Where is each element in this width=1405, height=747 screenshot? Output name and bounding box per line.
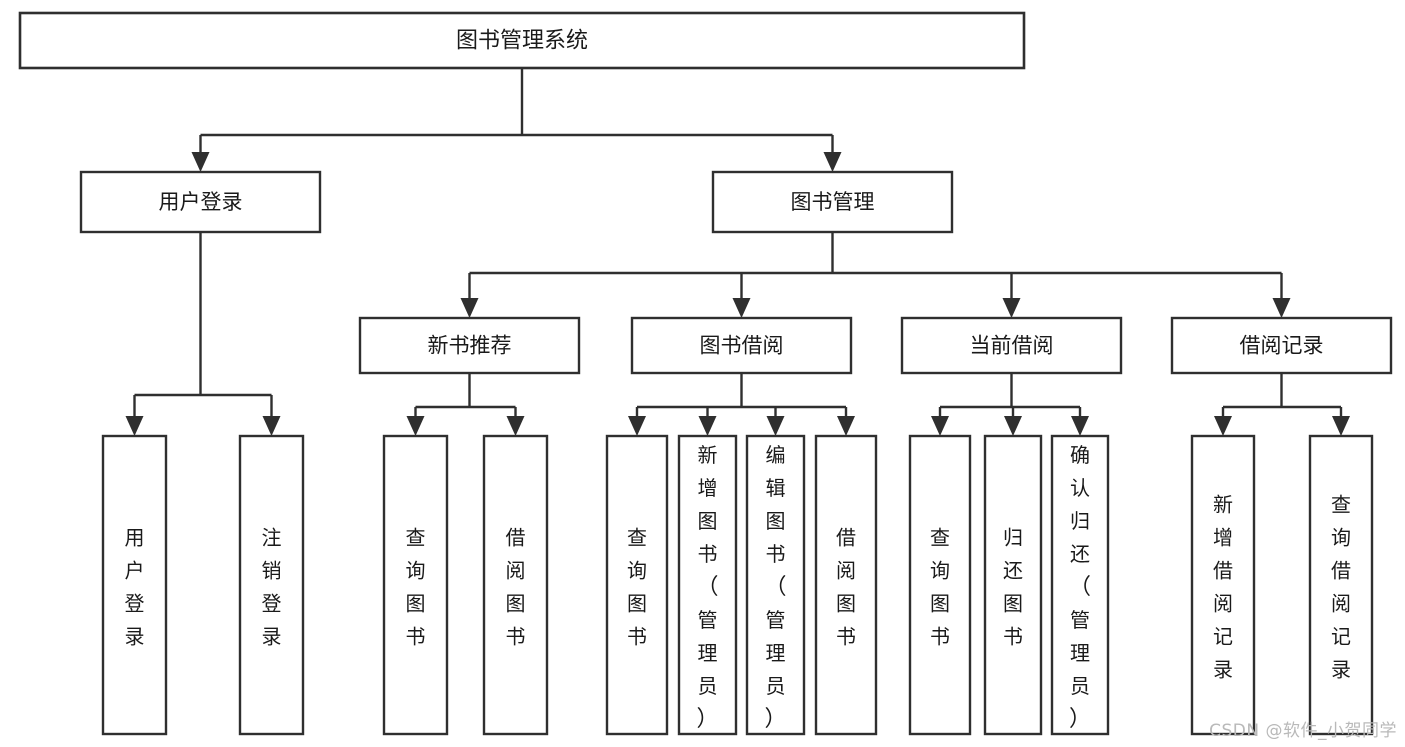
- node-box-leaf-return-book[interactable]: [983, 434, 1043, 736]
- node-label-new-book-recommend: 新书推荐: [428, 334, 512, 358]
- node-leaf-return-book[interactable]: 归还图书: [983, 434, 1043, 736]
- node-current-borrow[interactable]: 当前借阅: [900, 316, 1123, 375]
- connector-group-root: [191, 68, 842, 172]
- node-box-leaf-edit-book[interactable]: [745, 434, 806, 736]
- node-box-book-management[interactable]: [711, 170, 954, 234]
- arrow-head-icon: [1004, 416, 1022, 436]
- node-box-leaf-borrow-book[interactable]: [814, 434, 878, 736]
- node-label-leaf-return-book: 归还图书: [1003, 526, 1023, 649]
- node-book-borrow[interactable]: 图书借阅: [630, 316, 853, 375]
- arrow-head-icon: [506, 416, 525, 436]
- node-box-leaf-query-record[interactable]: [1308, 434, 1374, 736]
- node-box-leaf-logout[interactable]: [238, 434, 305, 736]
- node-label-current-borrow: 当前借阅: [970, 334, 1054, 358]
- node-book-management[interactable]: 图书管理: [711, 170, 954, 234]
- csdn-watermark: CSDN @软件_小贺同学: [1209, 721, 1397, 741]
- node-box-new-book-recommend[interactable]: [358, 316, 581, 375]
- node-leaf-query-book-rec[interactable]: 查询图书: [382, 434, 449, 736]
- arrow-head-icon: [460, 298, 479, 318]
- arrow-head-icon: [1272, 298, 1291, 318]
- node-box-leaf-query-book-cur[interactable]: [908, 434, 972, 736]
- node-box-current-borrow[interactable]: [900, 316, 1123, 375]
- arrow-head-icon: [931, 416, 949, 436]
- node-label-leaf-logout: 注销登录: [262, 526, 282, 649]
- arrow-head-icon: [732, 298, 751, 318]
- arrow-head-icon: [406, 416, 425, 436]
- connector-group-book-management: [460, 232, 1291, 318]
- node-leaf-query-book-cur[interactable]: 查询图书: [908, 434, 972, 736]
- connector-group-current-borrow: [931, 373, 1089, 436]
- node-label-leaf-borrow-book-rec: 借阅图书: [506, 526, 526, 649]
- arrow-head-icon: [1332, 416, 1350, 436]
- connector-group-book-borrow: [628, 373, 855, 436]
- node-box-leaf-borrow-book-rec[interactable]: [482, 434, 549, 736]
- connector-layer: [125, 68, 1350, 436]
- node-box-borrow-record[interactable]: [1170, 316, 1393, 375]
- node-root[interactable]: 图书管理系统: [18, 11, 1026, 70]
- node-leaf-add-record[interactable]: 新增借阅记录: [1190, 434, 1256, 736]
- arrow-head-icon: [191, 152, 210, 172]
- arrow-head-icon: [1071, 416, 1089, 436]
- node-leaf-add-book[interactable]: 新增图书（管理员）: [677, 434, 738, 736]
- node-leaf-query-record[interactable]: 查询借阅记录: [1308, 434, 1374, 736]
- connector-group-user-login: [125, 232, 281, 436]
- node-box-leaf-confirm-return[interactable]: [1050, 434, 1110, 736]
- node-user-login[interactable]: 用户登录: [79, 170, 322, 234]
- node-label-user-login: 用户登录: [159, 190, 243, 214]
- node-label-leaf-add-book: 新增图书（管理员）: [696, 443, 718, 732]
- node-label-leaf-user-login: 用户登录: [125, 526, 145, 649]
- arrow-head-icon: [837, 416, 855, 436]
- node-label-leaf-query-book-borrow: 查询图书: [627, 526, 647, 649]
- node-label-leaf-add-record: 新增借阅记录: [1213, 493, 1233, 682]
- node-box-user-login[interactable]: [79, 170, 322, 234]
- node-box-leaf-query-book-borrow[interactable]: [605, 434, 669, 736]
- node-label-book-management: 图书管理: [791, 190, 875, 214]
- node-label-leaf-confirm-return: 确认归还（管理员）: [1069, 443, 1091, 732]
- node-box-leaf-add-book[interactable]: [677, 434, 738, 736]
- arrow-head-icon: [823, 152, 842, 172]
- arrow-head-icon: [262, 416, 281, 436]
- node-box-leaf-add-record[interactable]: [1190, 434, 1256, 736]
- arrow-head-icon: [125, 416, 144, 436]
- node-layer: 图书管理系统用户登录图书管理新书推荐图书借阅当前借阅借阅记录用户登录注销登录查询…: [18, 11, 1393, 736]
- node-leaf-borrow-book-rec[interactable]: 借阅图书: [482, 434, 549, 736]
- node-leaf-edit-book[interactable]: 编辑图书（管理员）: [745, 434, 806, 736]
- node-box-leaf-query-book-rec[interactable]: [382, 434, 449, 736]
- node-label-book-borrow: 图书借阅: [700, 334, 784, 358]
- node-label-borrow-record: 借阅记录: [1240, 334, 1324, 358]
- node-leaf-confirm-return[interactable]: 确认归还（管理员）: [1050, 434, 1110, 736]
- connector-group-new-book-recommend: [406, 373, 525, 436]
- node-leaf-query-book-borrow[interactable]: 查询图书: [605, 434, 669, 736]
- node-label-leaf-borrow-book: 借阅图书: [836, 526, 856, 649]
- node-box-book-borrow[interactable]: [630, 316, 853, 375]
- node-new-book-recommend[interactable]: 新书推荐: [358, 316, 581, 375]
- arrow-head-icon: [698, 416, 717, 436]
- node-leaf-logout[interactable]: 注销登录: [238, 434, 305, 736]
- arrow-head-icon: [766, 416, 785, 436]
- node-label-leaf-query-book-rec: 查询图书: [406, 526, 426, 649]
- node-leaf-user-login[interactable]: 用户登录: [101, 434, 168, 736]
- connector-group-borrow-record: [1214, 373, 1350, 436]
- node-box-leaf-user-login[interactable]: [101, 434, 168, 736]
- node-borrow-record[interactable]: 借阅记录: [1170, 316, 1393, 375]
- arrow-head-icon: [1002, 298, 1021, 318]
- node-label-leaf-edit-book: 编辑图书（管理员）: [764, 443, 786, 732]
- node-box-root[interactable]: [18, 11, 1026, 70]
- node-label-leaf-query-record: 查询借阅记录: [1331, 493, 1351, 682]
- arrow-head-icon: [628, 416, 646, 436]
- node-label-leaf-query-book-cur: 查询图书: [930, 526, 950, 649]
- node-leaf-borrow-book[interactable]: 借阅图书: [814, 434, 878, 736]
- node-label-root: 图书管理系统: [456, 29, 588, 54]
- arrow-head-icon: [1214, 416, 1232, 436]
